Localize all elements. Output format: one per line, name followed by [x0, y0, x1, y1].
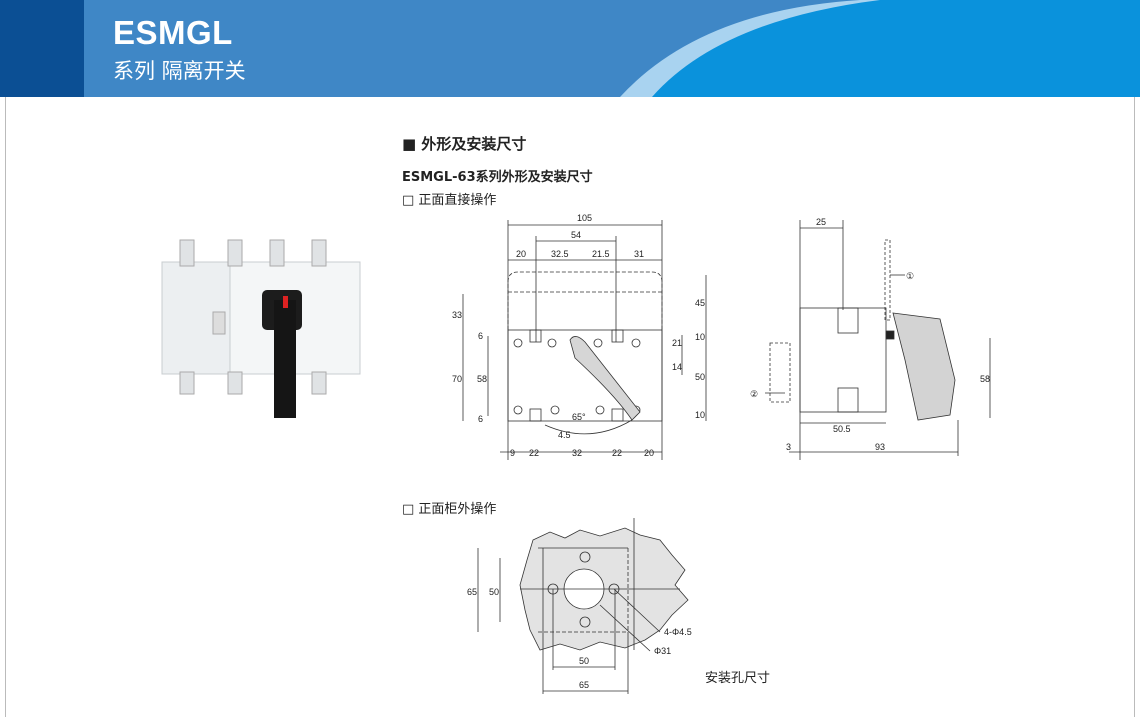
svg-text:65°: 65° [572, 412, 586, 422]
model-title: ESMGL-63系列外形及安装尺寸 [402, 170, 593, 185]
svg-text:①: ① [906, 271, 914, 281]
front-view-dims: 105 54 20 32.5 21.5 31 33 70 58 6 6 45 1… [452, 213, 705, 458]
svg-text:50.5: 50.5 [833, 424, 851, 434]
svg-text:Φ31: Φ31 [654, 646, 671, 656]
svg-text:58: 58 [477, 374, 487, 384]
svg-text:20: 20 [516, 249, 526, 259]
svg-text:105: 105 [577, 213, 592, 223]
front-view-drawing [462, 220, 707, 460]
svg-text:9: 9 [510, 448, 515, 458]
brand-title: ESMGL [113, 14, 233, 51]
mount-hole-dims: 65 50 50 65 4-Φ4.5 Φ31 [467, 587, 692, 690]
svg-text:②: ② [750, 389, 758, 399]
svg-text:20: 20 [644, 448, 654, 458]
svg-text:93: 93 [875, 442, 885, 452]
svg-text:50: 50 [579, 656, 589, 666]
header-stripe [0, 0, 84, 97]
svg-text:31: 31 [634, 249, 644, 259]
svg-text:6: 6 [478, 331, 483, 341]
svg-text:45: 45 [695, 298, 705, 308]
svg-text:25: 25 [816, 217, 826, 227]
svg-text:22: 22 [612, 448, 622, 458]
svg-text:32: 32 [572, 448, 582, 458]
svg-text:32.5: 32.5 [551, 249, 569, 259]
svg-text:50: 50 [489, 587, 499, 597]
svg-text:4-Φ4.5: 4-Φ4.5 [664, 627, 692, 637]
page-frame [5, 97, 1135, 717]
svg-text:3: 3 [786, 442, 791, 452]
svg-text:21: 21 [672, 338, 682, 348]
mount-caption: 安装孔尺寸 [705, 671, 771, 686]
svg-text:65: 65 [467, 587, 477, 597]
brand-subtitle: 系列 隔离开关 [113, 59, 246, 83]
header-swoosh [620, 0, 1140, 97]
svg-text:4.5: 4.5 [558, 430, 571, 440]
product-photo [161, 239, 361, 418]
svg-text:70: 70 [452, 374, 462, 384]
svg-text:10: 10 [695, 332, 705, 342]
svg-text:54: 54 [571, 230, 581, 240]
svg-text:14: 14 [672, 362, 682, 372]
svg-text:22: 22 [529, 448, 539, 458]
svg-text:21.5: 21.5 [592, 249, 610, 259]
svg-text:6: 6 [478, 414, 483, 424]
side-view-dims: 25 58 50.5 3 93 ① ② [750, 217, 990, 452]
mount-hole-drawing [477, 518, 689, 694]
svg-text:50: 50 [695, 372, 705, 382]
svg-text:58: 58 [980, 374, 990, 384]
page-header: ESMGL 系列 隔离开关 [0, 0, 1140, 97]
svg-text:33: 33 [452, 310, 462, 320]
side-view-drawing [765, 220, 991, 460]
front-direct-label: □ 正面直接操作 [402, 193, 497, 208]
front-external-label: □ 正面柜外操作 [402, 502, 497, 517]
svg-text:65: 65 [579, 680, 589, 690]
svg-text:10: 10 [695, 410, 705, 420]
section-title: ■ 外形及安装尺寸 [402, 135, 527, 153]
